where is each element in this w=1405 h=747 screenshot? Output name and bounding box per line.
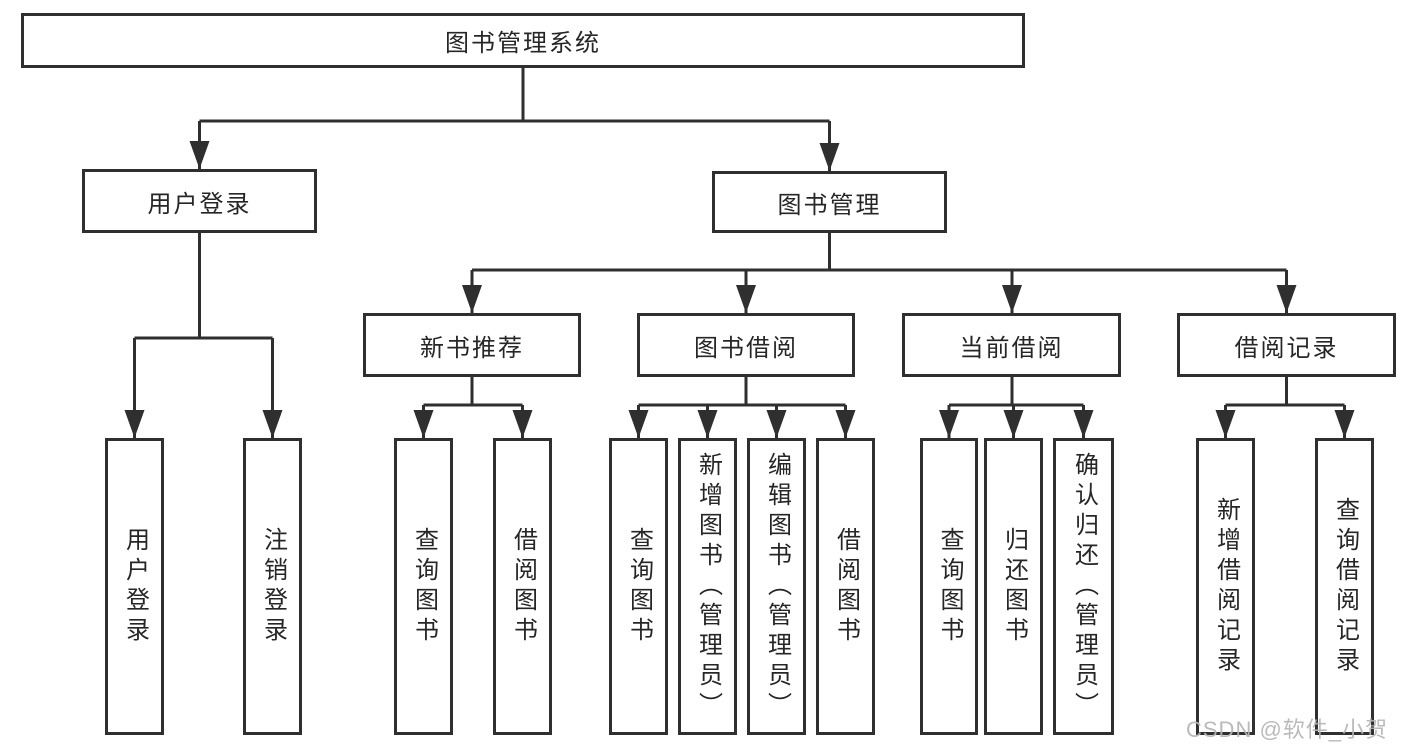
leaf-records-add-record: 新增借阅记录 bbox=[1196, 438, 1255, 735]
leaf-borrowing-edit-book-admin: 编辑图书（管理员） bbox=[747, 438, 806, 735]
leaf-recommend-borrow-book: 借阅图书 bbox=[493, 438, 552, 735]
leaf-current-return-book: 归还图书 bbox=[984, 438, 1043, 735]
leaf-current-query-book: 查询图书 bbox=[920, 438, 978, 735]
csdn-watermark: CSDN @软件_小贺同学 bbox=[1186, 717, 1389, 742]
leaf-borrowing-add-book-admin: 新增图书（管理员） bbox=[678, 438, 737, 735]
leaf-current-confirm-return-admin: 确认归还（管理员） bbox=[1053, 438, 1114, 735]
node-book-borrowing: 图书借阅 bbox=[637, 313, 855, 377]
leaf-borrowing-query-book: 查询图书 bbox=[609, 438, 668, 735]
leaf-records-query-record: 查询借阅记录 bbox=[1315, 438, 1374, 735]
node-current-borrowing: 当前借阅 bbox=[902, 313, 1121, 377]
node-library-system-root: 图书管理系统 bbox=[21, 13, 1025, 68]
leaf-user-login: 用户登录 bbox=[105, 438, 164, 735]
leaf-logout: 注销登录 bbox=[243, 438, 302, 735]
node-user-login: 用户登录 bbox=[82, 169, 317, 233]
node-new-book-recommend: 新书推荐 bbox=[363, 313, 581, 377]
leaf-recommend-query-book: 查询图书 bbox=[394, 438, 453, 735]
node-borrowing-records: 借阅记录 bbox=[1177, 313, 1396, 377]
node-book-management: 图书管理 bbox=[712, 171, 947, 233]
leaf-borrowing-borrow-book: 借阅图书 bbox=[816, 438, 875, 735]
